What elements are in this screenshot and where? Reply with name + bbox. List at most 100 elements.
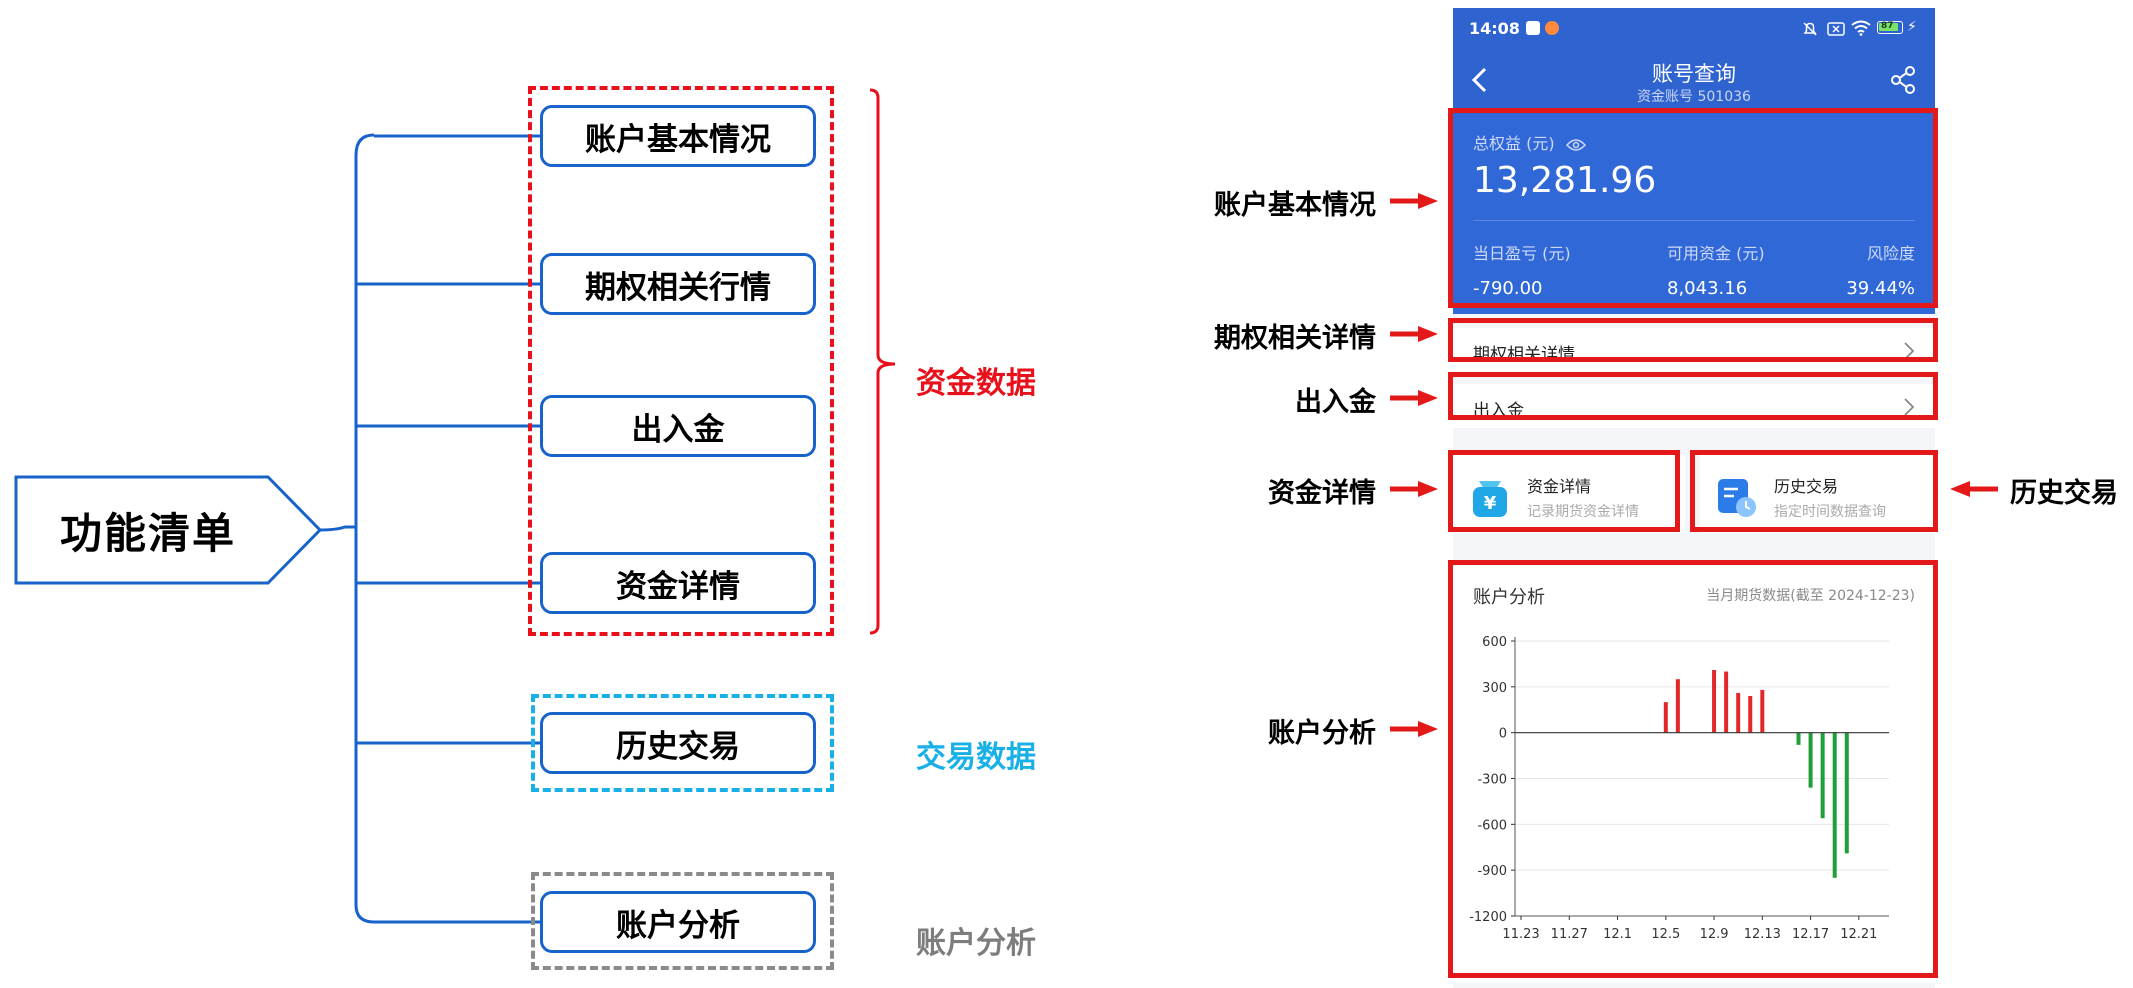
arrow-options-details [1390,326,1438,342]
app-notification-icon-orange [1545,21,1559,35]
chart-bar [1808,732,1813,788]
chart-bar [1748,696,1753,733]
app-notification-icon [1526,21,1540,35]
y-tick-label: 0 [1499,727,1507,742]
callout-options-details: 期权相关详情 [1214,323,1376,354]
group-label-analysis: 账户分析 [916,926,1036,961]
node-account-analysis: 账户分析 [540,891,816,953]
eye-icon[interactable] [1565,138,1586,152]
sim-blocked-icon [1827,22,1845,36]
trade-history-desc: 指定时间数据查询 [1774,504,1886,520]
group-box-funds [528,86,834,636]
arrow-account-analysis [1390,721,1438,737]
chart-title: 账户分析 [1473,587,1545,608]
equity-label: 总权益 (元) [1473,130,1586,154]
stat-daily-pnl-value: -790.00 [1473,278,1543,299]
page-subtitle: 资金账号 501036 [1637,89,1751,105]
account-analysis-chart: 600 300 0 -300 -600 -900 -1200 11.23 11.27 12.1 12… [1469,635,1889,942]
equity-value: 13,281.96 [1473,160,1657,201]
stat-available-label: 可用资金 (元) [1667,244,1765,263]
account-summary-card: 总权益 (元) 13,281.96 当日盈亏 (元) 可用资金 (元) 风险度 … [1453,114,1935,314]
group-label-trades: 交易数据 [916,740,1036,775]
x-tick-label: 12.21 [1840,927,1877,942]
options-details-row[interactable]: 期权相关详情 [1453,328,1935,372]
highlight-fund-details [1448,450,1680,532]
x-tick-label: 11.27 [1551,927,1588,942]
chart-bar [1760,689,1765,733]
mute-bell-icon [1803,22,1817,36]
trunk-line [354,133,375,924]
y-tick-label: 600 [1482,635,1507,650]
status-time: 14:08 [1469,19,1520,38]
yuan-wallet-icon: ¥ [1473,481,1507,517]
wifi-icon [1851,20,1871,36]
summary-divider [1473,220,1915,221]
x-tick-label: 12.17 [1792,927,1829,942]
callout-account-analysis: 账户分析 [1268,718,1376,749]
fund-details-tile[interactable]: ¥ 资金详情 记录期货资金详情 [1453,455,1685,533]
back-chevron-icon[interactable] [1469,66,1491,94]
arrow-trade-history [1950,481,1998,497]
highlight-options-details [1448,318,1938,362]
y-tick-label: -300 [1477,773,1507,788]
svg-text:¥: ¥ [1484,493,1497,514]
y-tick-label: -1200 [1469,910,1507,925]
highlight-account-summary [1448,108,1938,308]
y-tick-label: -600 [1477,818,1507,833]
battery-icon: 87 [1877,21,1903,34]
arrow-account-summary [1390,193,1438,209]
function-tree: 功能清单 账户基本情况 期权相关行情 出入金 资金详情 历史交易 账户分析 资金… [14,86,1036,970]
x-tick-label: 12.5 [1651,927,1680,942]
highlight-deposit-withdraw [1448,372,1938,420]
root-node-label: 功能清单 [59,508,236,558]
callout-fund-details: 资金详情 [1268,478,1376,509]
chart-bar [1832,732,1837,878]
callout-account-basics: 账户基本情况 [1214,190,1376,221]
x-tick-label: 11.23 [1502,927,1539,942]
stat-available-value: 8,043.16 [1667,278,1748,299]
trade-history-tile[interactable]: 历史交易 指定时间数据查询 [1700,455,1935,533]
chart-note: 当月期货数据(截至 2024-12-23) [1706,588,1915,604]
group-label-funds: 资金数据 [916,366,1036,401]
page-title: 账号查询 [1652,62,1736,86]
chart-bar [1724,671,1729,733]
battery-level: 87 [1881,21,1894,31]
status-bar: 14:08 87 ⚡ [1453,8,1935,50]
x-tick-label: 12.13 [1744,927,1781,942]
fund-details-desc: 记录期货资金详情 [1527,504,1639,520]
x-tick-label: 12.9 [1700,927,1729,942]
root-connector [319,525,356,532]
node-fund-details: 资金详情 [540,552,816,614]
chart-bar [1844,732,1849,854]
chevron-right-icon [1904,398,1915,416]
y-tick-label: 300 [1482,681,1507,696]
arrow-deposit-withdraw [1390,390,1438,406]
chart-bar [1736,692,1741,733]
highlight-account-analysis [1448,560,1938,978]
share-icon[interactable] [1889,65,1917,95]
node-deposit-withdraw: 出入金 [540,395,816,457]
group-bracket-funds [869,88,896,635]
chart-bar [1675,679,1680,733]
root-pentagon [14,475,323,585]
chart-bar [1712,670,1717,733]
stat-risk-value: 39.44% [1846,278,1915,299]
chart-bar [1796,732,1801,745]
node-account-basics: 账户基本情况 [540,105,816,167]
account-analysis-card: 账户分析 当月期货数据(截至 2024-12-23) 600 300 0 -300 -6… [1453,563,1935,983]
chart-bar [1820,732,1825,819]
group-box-trades [531,694,834,792]
callout-trade-history: 历史交易 [2010,478,2118,509]
nav-bar: 账号查询 资金账号 501036 [1453,50,1935,114]
stat-daily-pnl-label: 当日盈亏 (元) [1473,244,1571,263]
trade-history-title: 历史交易 [1774,477,1839,496]
y-tick-label: -900 [1477,864,1507,879]
node-options-market: 期权相关行情 [540,253,816,315]
chevron-right-icon [1904,342,1915,360]
group-box-analysis [531,872,834,970]
deposit-withdraw-row[interactable]: 出入金 [1453,384,1935,428]
highlight-trade-history [1690,450,1938,532]
fund-details-title: 资金详情 [1527,477,1592,496]
x-tick-label: 12.1 [1603,927,1632,942]
